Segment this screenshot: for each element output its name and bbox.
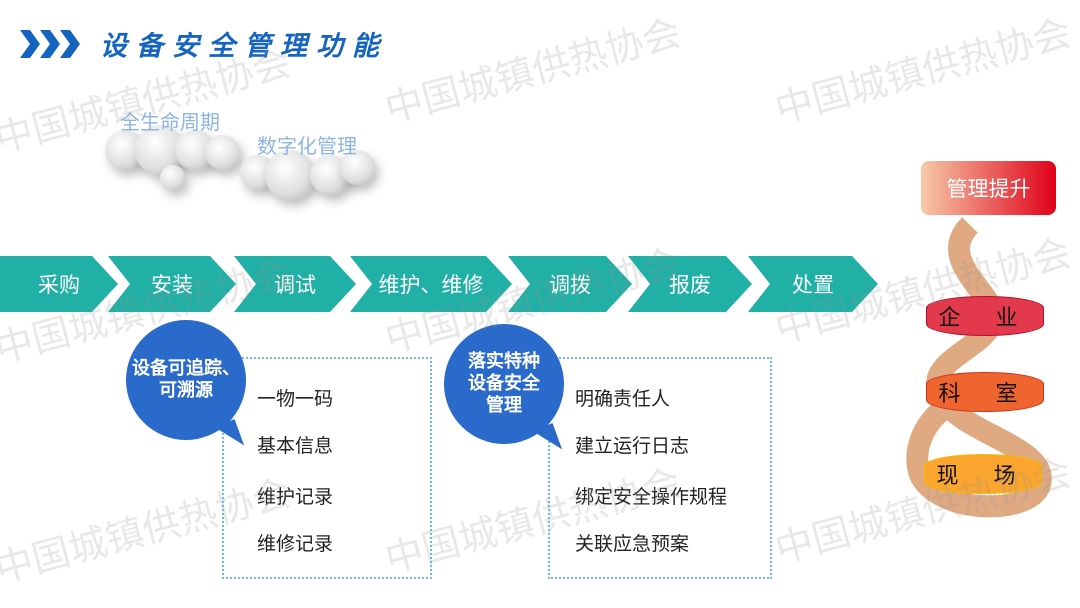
badge-line: 落实特种 bbox=[468, 351, 540, 372]
traceability-box bbox=[222, 357, 432, 579]
cloud-label-digital: 数字化管理 bbox=[257, 134, 357, 158]
badge-line: 可溯源 bbox=[159, 380, 213, 401]
list-item: 一物一码 bbox=[257, 388, 334, 410]
special-equipment-badge: 落实特种设备安全管理 bbox=[444, 324, 564, 444]
list-item: 基本信息 bbox=[257, 435, 334, 457]
list-item: 维护记录 bbox=[257, 486, 334, 508]
watermark: 中国城镇供热协会 bbox=[380, 10, 686, 132]
badge-line: 管理 bbox=[486, 395, 522, 416]
level-department: 科 室 bbox=[926, 372, 1044, 412]
process-step-scrap: 报废 bbox=[628, 256, 752, 312]
process-step-transfer: 调拨 bbox=[508, 256, 632, 312]
list-item: 维修记录 bbox=[257, 533, 334, 555]
level-site: 现 场 bbox=[924, 454, 1042, 494]
badge-line: 设备安全 bbox=[468, 373, 540, 394]
watermark: 中国城镇供热协会 bbox=[770, 10, 1076, 132]
list-item: 关联应急预案 bbox=[575, 533, 690, 555]
cloud-digital bbox=[240, 150, 380, 210]
process-step-dispose: 处置 bbox=[748, 256, 878, 312]
list-item: 建立运行日志 bbox=[575, 435, 690, 457]
management-upgrade-label: 管理提升 bbox=[921, 161, 1056, 215]
cloud-label-lifecycle: 全生命周期 bbox=[120, 110, 220, 134]
page-title: 设备安全管理功能 bbox=[100, 31, 388, 62]
cloud-lifecycle bbox=[95, 125, 245, 195]
process-step-debug: 调试 bbox=[234, 256, 356, 312]
traceability-badge: 设备可追踪、可溯源 bbox=[126, 320, 246, 440]
special-equipment-box bbox=[548, 357, 772, 579]
triple-chevron-icon bbox=[20, 30, 80, 58]
badge-line: 设备可追踪、 bbox=[132, 358, 240, 379]
level-enterprise: 企 业 bbox=[926, 296, 1044, 336]
process-step-install: 安装 bbox=[108, 256, 236, 312]
list-item: 绑定安全操作规程 bbox=[575, 486, 728, 508]
process-step-maintain: 维护、维修 bbox=[350, 256, 512, 312]
list-item: 明确责任人 bbox=[575, 388, 671, 410]
process-step-procure: 采购 bbox=[0, 256, 118, 312]
